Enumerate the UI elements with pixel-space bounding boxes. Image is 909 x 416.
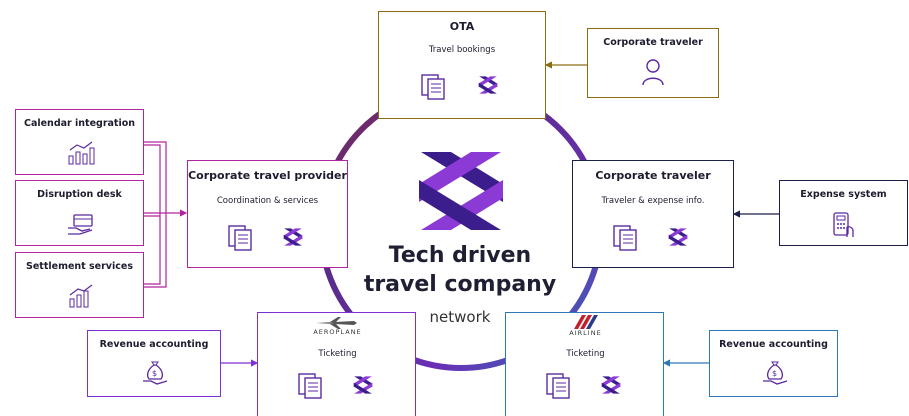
money-bag-icon: $ [763, 361, 788, 385]
bar-trend-icon [69, 284, 93, 308]
calendar-label: Calendar integration [23, 118, 136, 129]
node-aeroplane: AEROPLANE Ticketing [257, 312, 416, 416]
bracket-services-to-provider [144, 141, 167, 288]
revenue-right-label: Revenue accounting [719, 339, 828, 350]
source-revenue-left: Revenue accounting $ [87, 330, 221, 397]
money-bag-icon: $ [143, 361, 168, 385]
source-settlement: Settlement services [15, 252, 144, 318]
traveler-right-title: Corporate traveler [595, 169, 711, 182]
company-logo-large [419, 152, 503, 230]
center-title-line1: Tech driven [388, 243, 532, 268]
provider-subtitle: Coordination & services [216, 196, 319, 206]
source-calendar: Calendar integration [15, 109, 144, 175]
revenue-left-label: Revenue accounting [99, 339, 209, 350]
airline-logo-icon [574, 315, 598, 329]
company-logo-icon [353, 376, 373, 394]
airline-subtitle: Ticketing [566, 349, 605, 359]
center-subtitle: network [429, 308, 491, 326]
company-logo-icon [283, 228, 303, 246]
source-disruption: Disruption desk [15, 180, 144, 246]
calculator-icon [833, 212, 854, 237]
traveler-top-label: Corporate traveler [603, 37, 703, 48]
source-traveler-top: Corporate traveler [587, 28, 719, 98]
company-logo-icon [478, 76, 498, 94]
node-traveler-right: Corporate traveler Traveler & expense in… [572, 160, 734, 268]
documents-icon [298, 373, 322, 399]
aeroplane-logo-text: AEROPLANE [313, 328, 362, 336]
ota-subtitle: Travel bookings [428, 45, 496, 55]
documents-icon [546, 373, 570, 399]
ota-title: OTA [449, 20, 475, 33]
settlement-label: Settlement services [26, 261, 133, 272]
traveler-right-subtitle: Traveler & expense info. [601, 196, 705, 206]
svg-text:$: $ [772, 369, 777, 378]
aeroplane-subtitle: Ticketing [318, 349, 357, 359]
node-provider: Corporate travel provider Coordination &… [187, 160, 348, 268]
documents-icon [421, 74, 445, 100]
person-icon [642, 59, 664, 86]
disruption-label: Disruption desk [37, 189, 122, 200]
node-airline: AIRLINE Ticketing [505, 312, 664, 416]
svg-text:$: $ [152, 369, 157, 378]
source-expense: Expense system [779, 180, 908, 246]
airline-logo-text: AIRLINE [569, 329, 602, 337]
node-ota: OTA Travel bookings [378, 11, 546, 119]
company-logo-icon [668, 228, 688, 246]
company-logo-icon [601, 376, 621, 394]
card-in-hand-icon [68, 214, 93, 235]
aeroplane-logo-icon [316, 317, 357, 329]
expense-label: Expense system [800, 189, 887, 200]
growth-chart-icon [68, 141, 95, 165]
source-revenue-right: Revenue accounting $ [709, 330, 838, 397]
documents-icon [228, 225, 252, 251]
center-title-line2: travel company [363, 272, 557, 297]
provider-title: Corporate travel provider [188, 169, 347, 182]
documents-icon [613, 225, 637, 251]
